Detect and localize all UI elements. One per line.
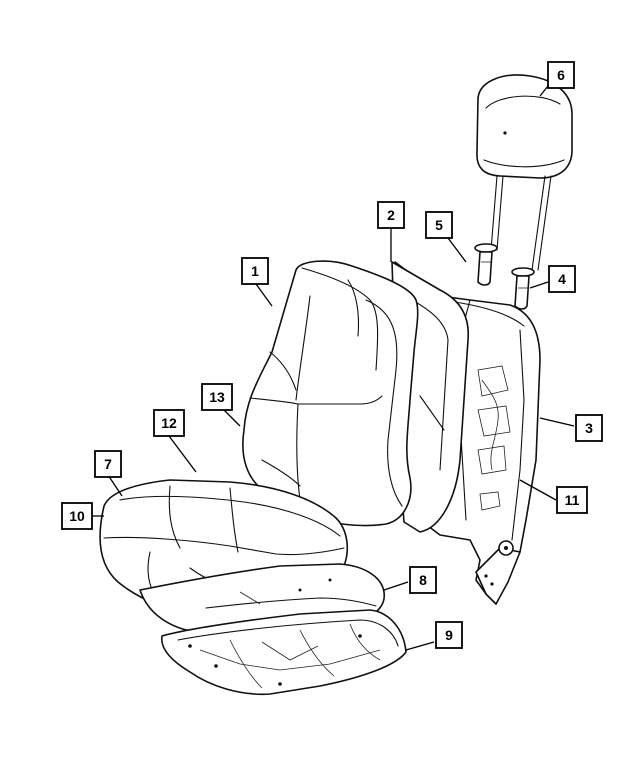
callout-13: 13 [201, 383, 233, 411]
callout-2-label: 2 [387, 207, 395, 223]
callout-10-label: 10 [69, 508, 85, 524]
callout-8: 8 [409, 566, 437, 594]
headrest-guide-right [511, 267, 535, 310]
callout-8-label: 8 [419, 572, 427, 588]
callout-12-label: 12 [161, 415, 177, 431]
headrest-guide-left [474, 243, 498, 286]
callout-1-label: 1 [251, 263, 259, 279]
seat-cushion-frame [161, 609, 407, 696]
headrest [476, 74, 573, 271]
callout-10: 10 [61, 502, 93, 530]
callout-7-label: 7 [104, 456, 112, 472]
callout-11-label: 11 [565, 492, 580, 508]
callout-11: 11 [556, 486, 588, 514]
callout-1: 1 [241, 257, 269, 285]
callout-7: 7 [94, 450, 122, 478]
leader-lines [92, 85, 575, 651]
callout-3-label: 3 [585, 420, 593, 436]
callout-9: 9 [435, 621, 463, 649]
callout-4-label: 4 [558, 271, 566, 287]
callout-4: 4 [548, 265, 576, 293]
callout-6: 6 [547, 61, 575, 89]
callout-12: 12 [153, 409, 185, 437]
callout-5: 5 [425, 211, 453, 239]
callout-6-label: 6 [557, 67, 565, 83]
seat-back-cover [242, 260, 419, 527]
callout-9-label: 9 [445, 627, 453, 643]
callout-5-label: 5 [435, 217, 443, 233]
callout-2: 2 [377, 201, 405, 229]
callout-3: 3 [575, 414, 603, 442]
callout-13-label: 13 [209, 389, 225, 405]
